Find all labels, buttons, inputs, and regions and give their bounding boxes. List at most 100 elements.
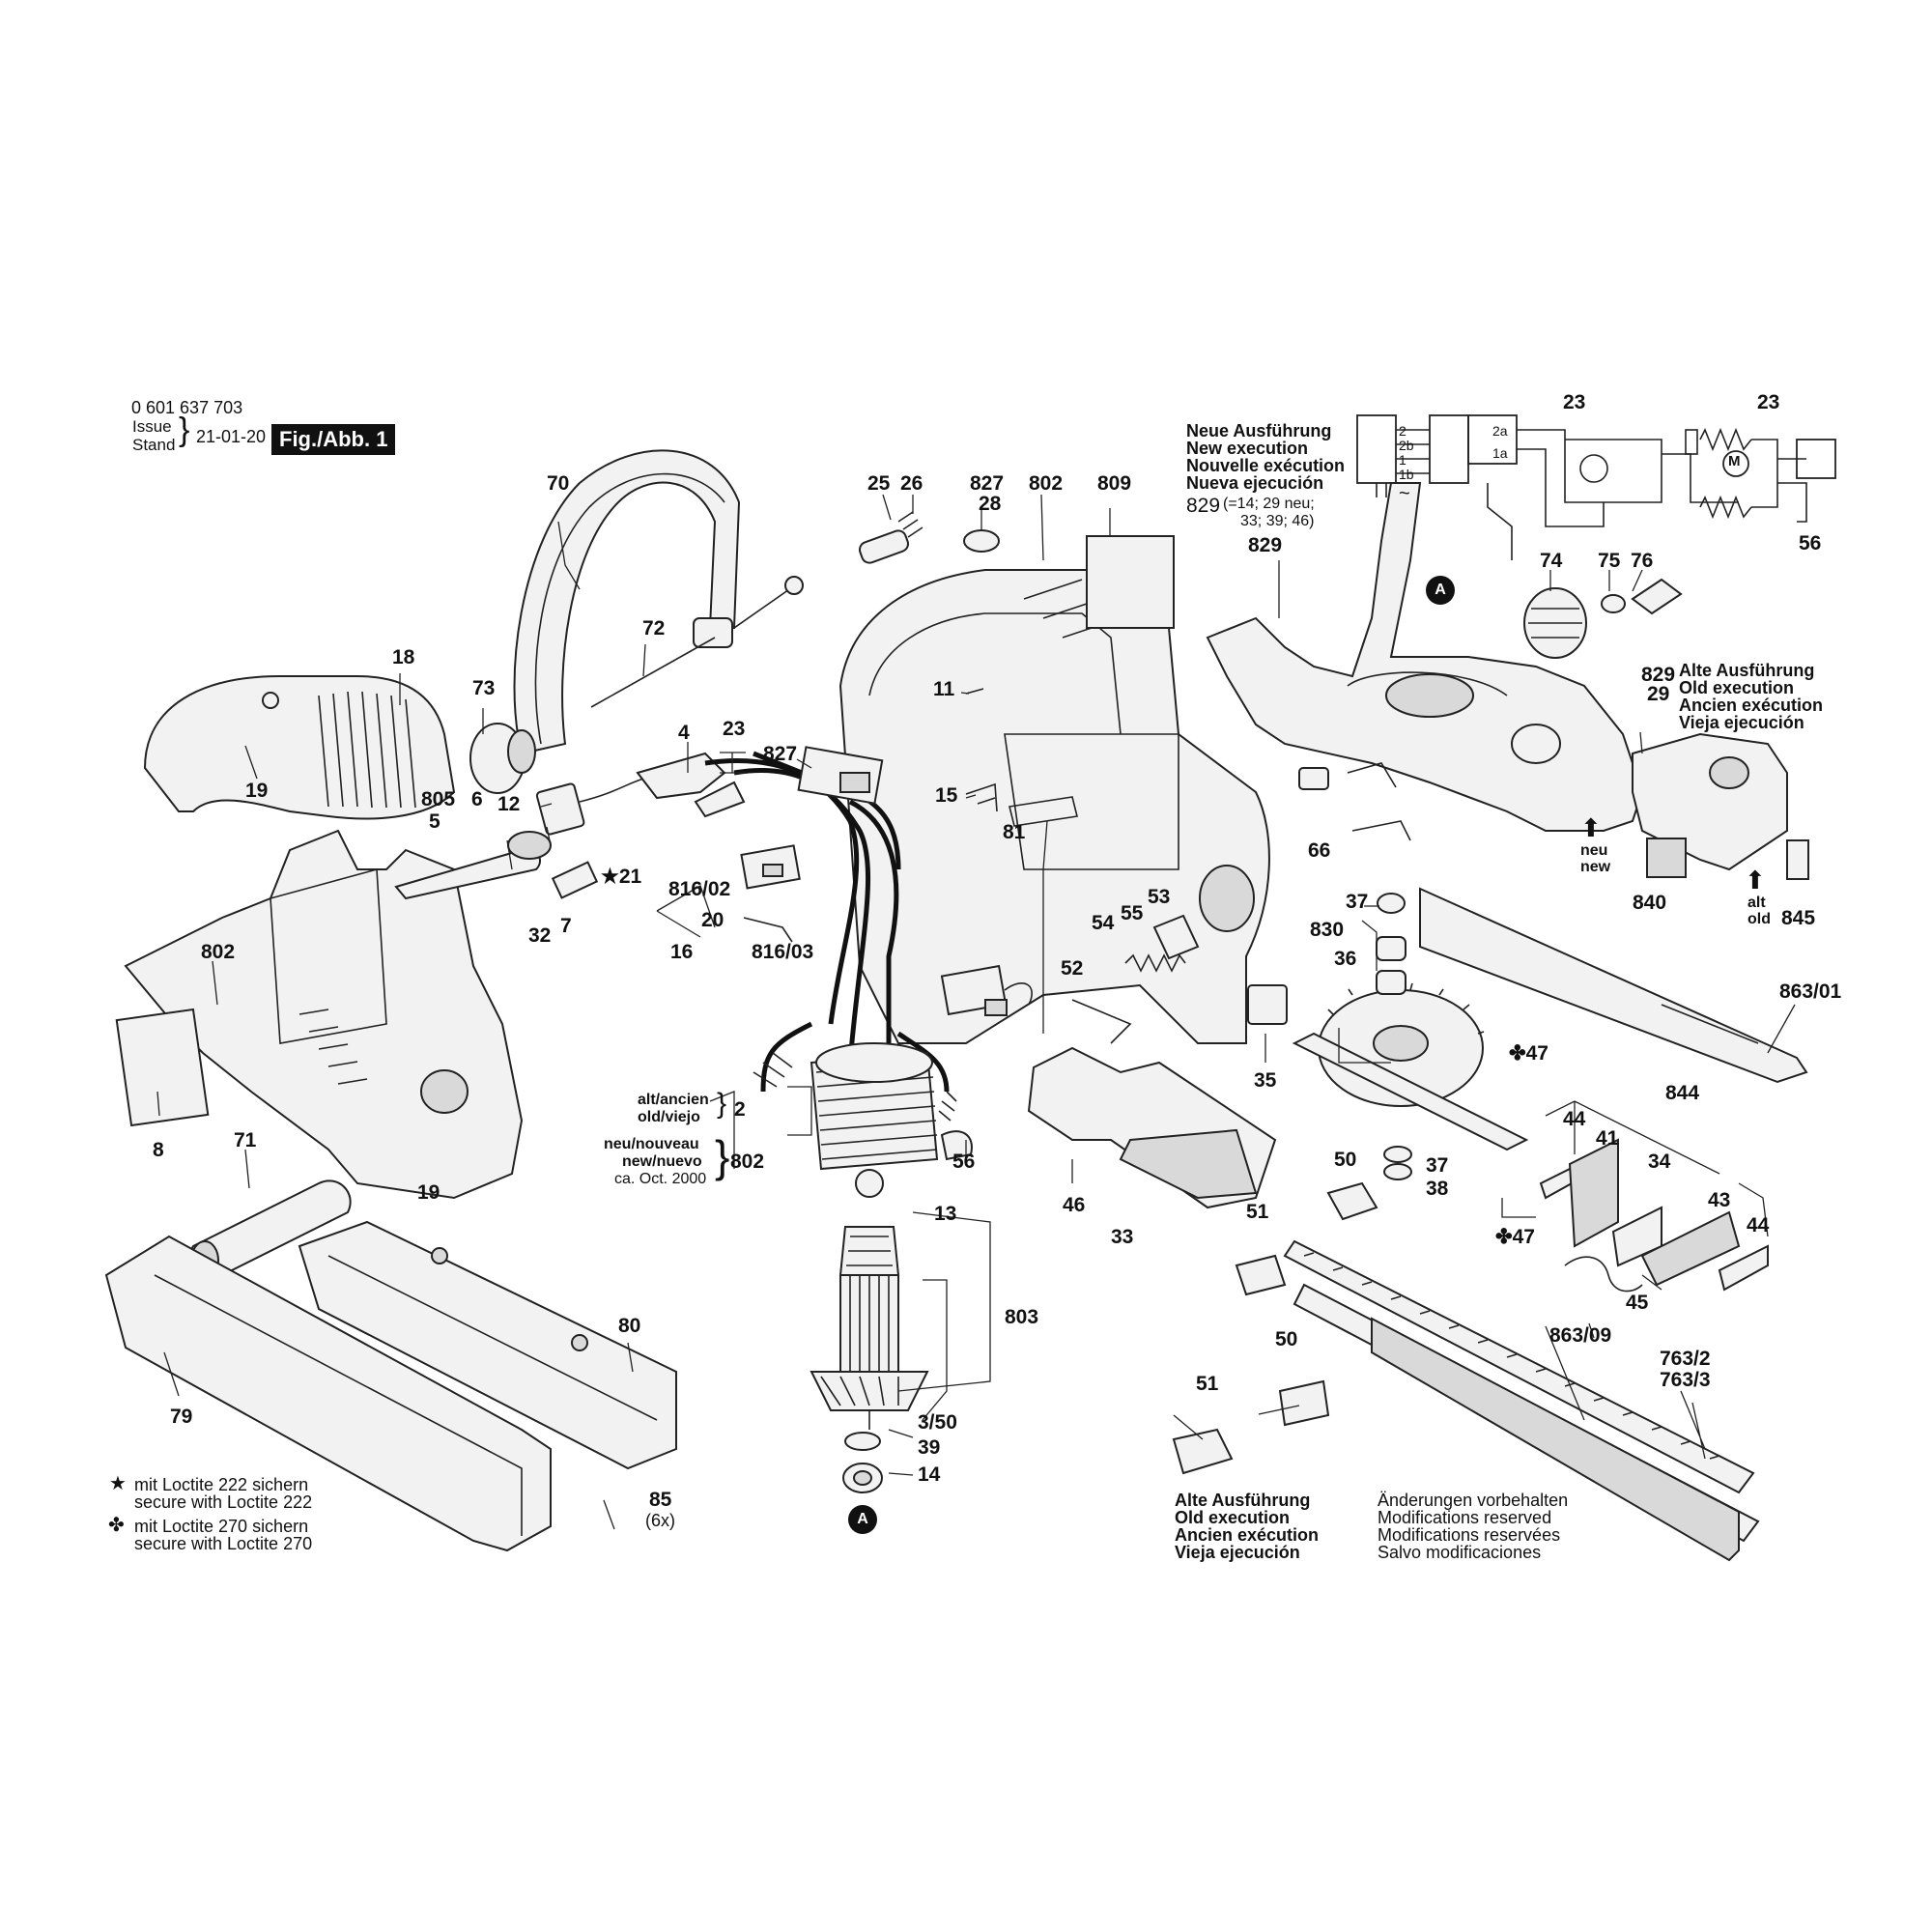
callout-19a: 19 [245,780,269,802]
callout-816-03: 816/03 [752,941,814,963]
callout-71: 71 [234,1129,257,1151]
callout-74: 74 [1540,550,1563,572]
old-exec-r-en: Old execution [1679,678,1795,697]
rod-72 [590,637,716,708]
callout-803: 803 [1005,1306,1039,1328]
callout-18: 18 [392,646,415,668]
mods-de: Änderungen vorbehalten [1378,1491,1569,1510]
blade-clamp-51a [1235,1254,1287,1296]
callout-13: 13 [934,1203,957,1225]
new-exec-note-1: (=14; 29 neu; [1223,496,1315,512]
loctite-270-de: mit Loctite 270 sichern [134,1517,309,1536]
spring-20 [743,917,793,943]
callout-8: 8 [153,1139,164,1161]
old-exec-b-de: Alte Ausführung [1175,1491,1311,1510]
new-exec-es: Nueva ejecución [1186,473,1324,493]
term-2a: 2a [1492,423,1508,439]
stand-label: Stand [132,436,176,454]
label-8 [115,1008,210,1127]
callout-844: 844 [1665,1082,1700,1104]
callout-70: 70 [547,472,570,495]
clip-15 [965,782,998,812]
motor-neu-2: new/nuevo [622,1153,702,1170]
gear-housing-829 [1206,482,1644,832]
kit-844 [1539,1138,1769,1293]
callout-816-02: 816/02 [668,878,731,900]
callout-41: 41 [1596,1127,1619,1150]
callout-38: 38 [1426,1178,1449,1200]
callout-16: 16 [670,941,694,963]
arrow-up-new: ⬆ [1580,813,1602,842]
pin-25-26 [858,511,923,564]
callout-829: 829 [1248,534,1283,556]
callout-35: 35 [1254,1069,1277,1092]
callout-47a: ✤47 [1509,1042,1548,1065]
callout-12: 12 [497,793,521,815]
arrow-up-old: ⬆ [1745,866,1766,895]
old-exec-r-fr: Ancien exécution [1679,696,1824,715]
term-2: 2 [1399,423,1406,439]
callout-763-3: 763/3 [1660,1369,1711,1391]
knob-74 [1523,587,1587,659]
filter-840 [1646,838,1687,878]
callout-36: 36 [1334,948,1357,970]
hedge-blade-863-09 [1283,1239,1755,1494]
arrow-neu: neu [1580,842,1608,859]
callout-43: 43 [1708,1189,1731,1211]
part-number: 0 601 637 703 [131,398,243,417]
callout-802a: 802 [1029,472,1064,495]
loctite-222-en: secure with Loctite 222 [134,1492,313,1512]
guard-rail [1371,1317,1740,1562]
callout-50b: 50 [1275,1328,1298,1350]
motor-alt-1: alt/ancien [638,1092,709,1108]
callout-5: 5 [429,810,440,833]
arrow-old: old [1747,911,1771,927]
screw-19a-lead [244,745,258,780]
pin-11 [965,688,984,695]
callout-23a: 23 [723,718,746,740]
callout-19b: 19 [417,1181,440,1204]
blade-clamp-50b [1278,1379,1330,1427]
callout-14: 14 [918,1463,941,1486]
term-2b: 2b [1399,438,1414,453]
callout-827b: 827 [763,743,798,765]
wiring-23-b: 23 [1757,391,1780,413]
motor-neu-brace: } [715,1131,730,1181]
stator-2 [753,1042,973,1171]
base-housing-802 [124,829,524,1200]
callout-44a: 44 [1563,1108,1586,1130]
brush-holder-816-02 [740,844,801,890]
callout-75: 75 [1598,550,1621,572]
new-exec-de: Neue Ausführung [1186,421,1332,440]
term-1b: 1b [1399,467,1414,482]
marker-a-top: A [1426,576,1455,605]
callout-32: 32 [528,924,552,947]
marker-a-bottom: A [848,1505,877,1534]
callout-7: 7 [560,915,572,937]
callout-28: 28 [979,493,1002,515]
motor-alt-brace: } [717,1088,727,1120]
handle-cover-18 [143,675,456,820]
screw-66 [1298,767,1329,790]
callout-863-01: 863/01 [1779,980,1842,1003]
mods-en: Modifications reserved [1378,1508,1552,1527]
armature-803 [810,1169,929,1493]
wiring-schematic [1356,414,1836,560]
guide-80 [298,1220,677,1470]
motor-symbol: M [1728,453,1741,469]
old-exec-r-de: Alte Ausführung [1679,661,1815,680]
switch-827 [797,746,884,805]
callout-37a: 37 [1346,891,1369,913]
callout-845: 845 [1781,907,1816,929]
bracket-16-816 [656,885,716,938]
callout-20: 20 [701,909,724,931]
old-exec-b-fr: Ancien exécution [1175,1525,1320,1545]
callout-4: 4 [678,722,690,744]
gear-housing-29-old [1632,732,1788,871]
callout-809: 809 [1097,472,1132,495]
new-exec-ref: 829 [1186,495,1221,517]
ac-tilde: ~ [1399,483,1410,504]
callout-52: 52 [1061,957,1084,980]
callout-66: 66 [1308,839,1331,862]
